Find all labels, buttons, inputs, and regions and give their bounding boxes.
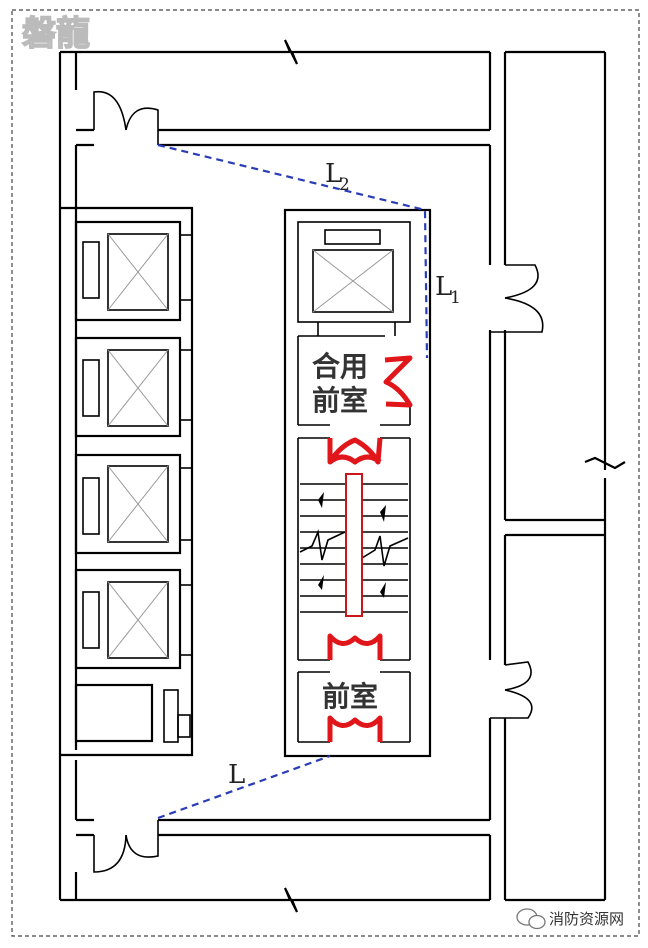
left-exterior-wall [58,52,78,900]
right-door-lower [490,661,533,719]
central-core [283,208,432,758]
stair-handrail [345,473,363,617]
left-elevator-bank [60,206,194,757]
l2-subscript: 2 [339,175,350,195]
bottom-left-door [93,820,159,873]
top-walls [60,39,607,470]
l1-subscript: 1 [450,288,461,308]
shared-anteroom-label-line2: 前室 [312,384,368,417]
right-door-upper [490,264,544,333]
anteroom-label: 前室 [322,680,378,713]
route-l [157,754,331,820]
wechat-icon [516,908,546,930]
l1-label: L [435,272,452,302]
drawing-frame [11,9,640,937]
route-l1-l2 [157,143,429,359]
fire-door-anteroom-bottom [327,715,383,742]
right-walls [488,330,626,902]
source-label: 消防资源网 [549,910,624,928]
fire-door-shared-anteroom-east [383,355,413,408]
top-left-door [93,90,159,145]
l-label: L [228,760,245,790]
l2-label: L [325,159,342,189]
fire-door-stair-top [327,437,383,465]
bottom-walls [60,818,492,913]
shared-anteroom-label-line1: 合用 [312,350,368,383]
watermark-text: 磐龍 [22,14,90,54]
fire-door-stair-bottom [327,633,383,660]
